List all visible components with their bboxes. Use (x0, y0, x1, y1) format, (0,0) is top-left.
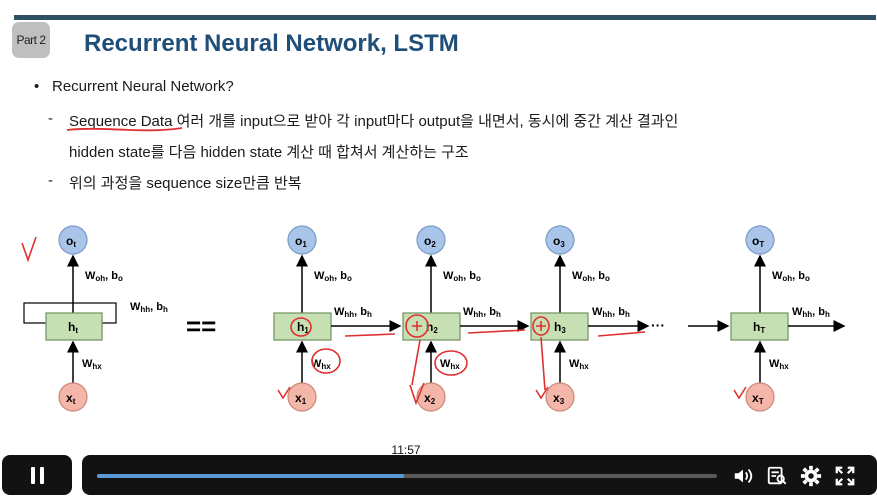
pause-icon (30, 466, 44, 484)
equals-sign: == (186, 311, 216, 341)
input-node-2 (416, 382, 446, 412)
woh-label-2: Woh, bo (443, 270, 481, 283)
woh-label-1: Woh, bo (314, 270, 352, 283)
handwritten-underline (66, 127, 183, 132)
hidden-label-T: hT (753, 320, 765, 335)
input-node-T (745, 382, 775, 412)
whh-label-T: Whh, bh (792, 306, 830, 319)
output-node-2 (416, 225, 446, 255)
folded-whh-label: Whh, bh (130, 301, 168, 314)
input-label-3: x3 (553, 391, 565, 406)
folded-hidden-node (45, 312, 103, 341)
rnn-diagram: ot Woh, bo ht Whh, bh Whx xt == o1 Woh, … (21, 225, 846, 412)
output-label-3: o3 (553, 234, 565, 249)
slide-title: Recurrent Neural Network, LSTM (84, 30, 459, 57)
whx-label-T: Whx (769, 358, 789, 371)
folded-rnn: ot Woh, bo ht Whh, bh Whx xt (23, 225, 168, 412)
output-node-T (745, 225, 775, 255)
bullet-item: • Recurrent Neural Network? (34, 78, 234, 95)
folded-output-label: ot (66, 234, 76, 249)
hidden-label-2: h2 (426, 320, 438, 335)
description-line-3: - 위의 과정을 sequence size만큼 반복 (48, 172, 302, 193)
transcript-icon[interactable] (766, 465, 788, 487)
whx-label-3: Whx (569, 358, 589, 371)
pause-button[interactable] (2, 455, 72, 495)
description-line-1: - Sequence Data 여러 개를 input으로 받아 각 input… (48, 110, 679, 131)
folded-woh-label: Woh, bo (85, 270, 123, 283)
handwritten-annotations (21, 236, 747, 406)
output-node-3 (545, 225, 575, 255)
whh-label-2: Whh, bh (463, 306, 501, 319)
output-label-T: oT (752, 234, 764, 249)
settings-gear-icon[interactable] (800, 465, 822, 487)
volume-icon[interactable] (732, 465, 754, 487)
hidden-label-3: h3 (554, 320, 566, 335)
progress-track[interactable] (97, 474, 717, 478)
sequence-data-term: Sequence Data (69, 113, 173, 130)
input-label-T: xT (752, 391, 764, 406)
fullscreen-icon[interactable] (834, 465, 856, 487)
folded-output-node (58, 225, 88, 255)
control-bar (82, 455, 877, 495)
folded-input-label: xt (66, 391, 76, 406)
input-label-1: x1 (295, 391, 307, 406)
woh-label-3: Woh, bo (572, 270, 610, 283)
unrolled-rnn: o1 Woh, bo h1 Whh, bh Whx x1 o2 Woh, bo … (273, 225, 846, 412)
dash-marker: - (48, 172, 53, 189)
line1-text: 여러 개를 input으로 받아 각 input마다 output을 내면서, … (172, 113, 679, 130)
output-label-1: o1 (295, 234, 307, 249)
dash-marker: - (48, 110, 53, 127)
video-controls (0, 452, 877, 497)
whh-label-1: Whh, bh (334, 306, 372, 319)
input-node-1 (287, 382, 317, 412)
bullet-text: Recurrent Neural Network? (52, 78, 234, 95)
folded-hidden-label: ht (68, 320, 78, 335)
line3-text: 위의 과정을 sequence size만큼 반복 (69, 175, 302, 192)
part-badge: Part 2 (12, 22, 50, 58)
whh-label-3: Whh, bh (592, 306, 630, 319)
whx-label-2: Whx (440, 358, 460, 371)
folded-input-node (58, 382, 88, 412)
input-label-2: x2 (424, 391, 436, 406)
output-label-2: o2 (424, 234, 436, 249)
folded-whx-label: Whx (82, 358, 102, 371)
whx-label-1: Whx (311, 358, 331, 371)
output-node-1 (287, 225, 317, 255)
input-node-3 (545, 382, 575, 412)
slide-top-bar (14, 15, 876, 20)
bullet-dot: • (34, 78, 40, 95)
hidden-label-1: h1 (297, 320, 309, 335)
ellipsis: ··· (651, 317, 665, 333)
description-line-2: hidden state를 다음 hidden state 계산 때 합쳐서 계… (69, 144, 469, 161)
progress-fill (97, 474, 404, 478)
woh-label-T: Woh, bo (772, 270, 810, 283)
